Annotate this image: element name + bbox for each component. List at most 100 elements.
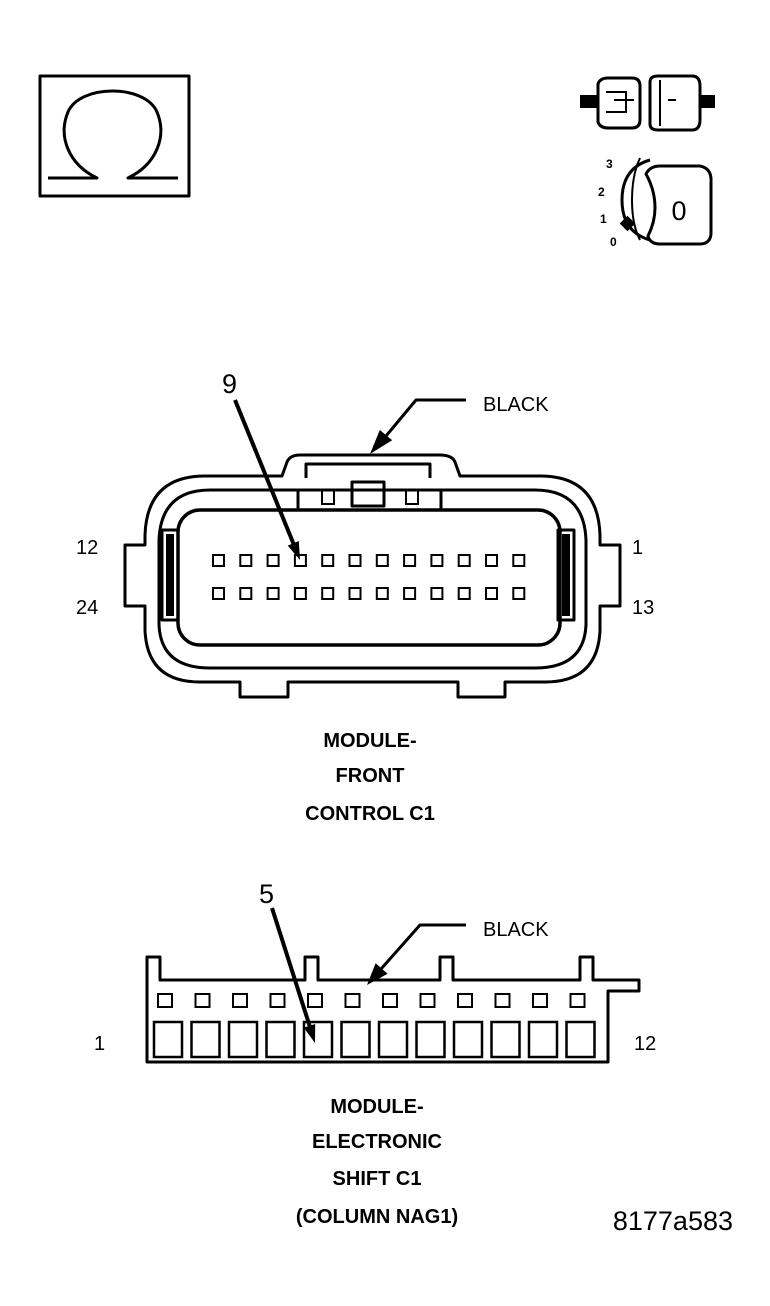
pin-cavity — [239, 554, 253, 567]
pin-cavity-small — [344, 993, 361, 1008]
shift-caption-line-4: (COLUMN NAG1) — [296, 1206, 458, 1228]
pin-cavity-small — [194, 993, 211, 1008]
pin-cavity-terminal — [415, 1020, 446, 1059]
pin-cavity — [457, 587, 471, 600]
pin-cavity — [239, 587, 253, 600]
pin-cavity-terminal — [190, 1020, 221, 1059]
pin-cavity — [457, 554, 471, 567]
shift-caption-line-1: MODULE- — [330, 1096, 423, 1118]
connector-inner-shell — [157, 488, 588, 670]
pin-cavity-small — [569, 993, 586, 1008]
pin-cavity — [430, 587, 444, 600]
shift-pin-cavities — [152, 993, 596, 1059]
right-lock-bar-fill — [562, 534, 570, 616]
pin-cavity — [321, 587, 335, 600]
shift-color-label-black: BLACK — [483, 919, 549, 941]
omega-glyph — [48, 89, 178, 180]
ignition-key-head — [644, 164, 713, 246]
pin-cavity — [212, 554, 225, 567]
disconnected-connector-icon — [580, 74, 715, 132]
pin-9-arrow-shaft — [233, 399, 296, 546]
connector-icon-right-lead — [700, 95, 715, 108]
ignition-position-3: 3 — [606, 157, 613, 171]
pin-cavity-terminal — [527, 1020, 559, 1059]
pin-cavity-terminal — [265, 1020, 296, 1059]
connector-icon-receptacle — [648, 74, 702, 132]
shift-color-leader-arrow — [367, 923, 466, 985]
pin-cavity — [212, 587, 225, 600]
pin-cavity-small — [457, 993, 473, 1008]
pin-cavity — [266, 554, 280, 567]
latch-block-center — [350, 480, 386, 508]
color-leader-arrowhead — [370, 430, 393, 454]
shift-pin-label-12: 12 — [634, 1033, 656, 1055]
pin-cavity — [375, 587, 389, 600]
pin-cavity — [293, 587, 307, 600]
pin-cavity — [512, 587, 526, 600]
connector-icon-receptacle-detail — [659, 80, 676, 126]
pin-cavity-small — [382, 993, 398, 1008]
ignition-cylinder-inner — [630, 157, 641, 241]
color-leader-arrow — [370, 398, 466, 454]
pin-cavity — [375, 554, 389, 567]
front-control-c1-connector — [123, 453, 622, 699]
pin-label-1: 1 — [632, 537, 643, 559]
pin-cavity-small — [307, 993, 323, 1008]
pin-cavity — [348, 587, 362, 600]
pin-cavity — [512, 554, 526, 567]
shift-caption-line-2: ELECTRONIC — [312, 1131, 442, 1153]
figure-id: 8177a583 — [613, 1206, 733, 1236]
pin-label-24: 24 — [76, 597, 98, 619]
pin-cavity-terminal — [565, 1020, 596, 1059]
pin-cavity-small — [419, 993, 436, 1008]
connector-latch — [296, 462, 443, 512]
pin-5-arrow — [270, 907, 316, 1043]
latch-block-right — [405, 489, 419, 505]
pin-9-arrow — [233, 399, 300, 560]
connector-icon-plug — [596, 76, 642, 130]
pin-cavity-small — [157, 993, 173, 1008]
pin-cavity-small — [232, 993, 248, 1008]
connector-outer-shell — [123, 453, 622, 699]
latch-block-left — [321, 489, 335, 505]
callout-pin-5: 5 — [259, 879, 274, 909]
right-lock-bar — [556, 528, 576, 622]
shift-pin-label-1: 1 — [94, 1033, 105, 1055]
caption-line-1: MODULE- — [323, 730, 416, 752]
shift-caption-line-3: SHIFT C1 — [333, 1168, 422, 1190]
pin-cavity — [403, 554, 417, 567]
callout-pin-9: 9 — [222, 369, 237, 399]
pin-cavity-terminal — [377, 1020, 409, 1059]
electronic-shift-c1-connector — [145, 955, 641, 1064]
ignition-position-1: 1 — [600, 212, 607, 226]
ohm-symbol-frame — [38, 74, 191, 198]
pin-cavity — [485, 554, 498, 567]
connector-icon-plug-detail — [606, 91, 634, 113]
ignition-position-2: 2 — [598, 185, 605, 199]
connector-icon-left-lead — [580, 95, 598, 108]
connector-mating-face — [176, 508, 562, 647]
pin-label-12: 12 — [76, 537, 98, 559]
pin-cavity-small — [494, 993, 511, 1008]
ignition-key-label: 0 — [671, 196, 686, 226]
left-lock-bar-fill — [166, 534, 174, 616]
pin-5-arrow-shaft — [270, 907, 312, 1028]
pin-cavity-terminal — [302, 1020, 334, 1059]
pin-cavity-terminal — [227, 1020, 259, 1059]
color-leader-line — [384, 398, 466, 437]
pin-cavity-terminal — [152, 1020, 184, 1059]
ignition-position-marker — [619, 215, 636, 232]
pin-cavity — [348, 554, 362, 567]
pin-cavity — [293, 554, 307, 567]
pin-9-arrowhead — [287, 541, 300, 560]
left-lock-bar — [160, 528, 180, 622]
pin-cavity — [266, 587, 280, 600]
caption-line-2: FRONT — [336, 765, 405, 787]
shift-color-leader-line — [379, 923, 466, 970]
front-control-pin-cavities — [212, 554, 526, 600]
pin-cavity-small — [269, 993, 286, 1008]
pin-cavity-small — [532, 993, 548, 1008]
pin-cavity — [430, 554, 444, 567]
shift-connector-body — [145, 955, 641, 1064]
pin-cavity-terminal — [452, 1020, 484, 1059]
